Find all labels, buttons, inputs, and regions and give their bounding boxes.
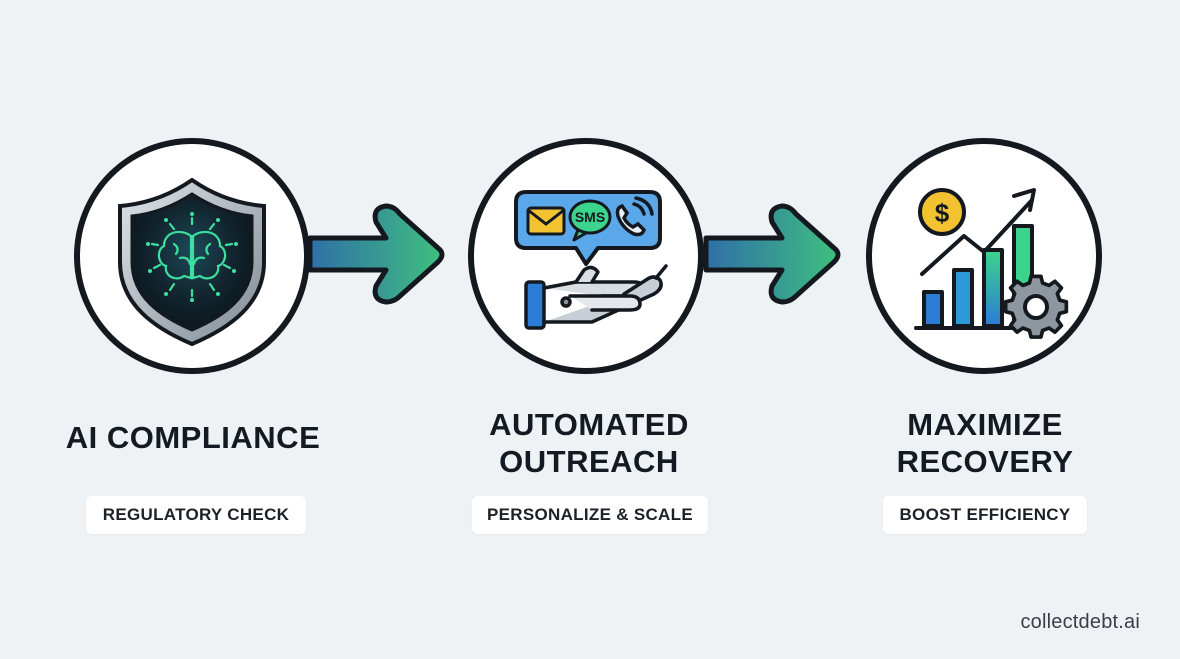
- growth-chart-icon: $: [914, 188, 1069, 339]
- robot-hand-icon: [524, 264, 668, 330]
- shield-brain-icon: [118, 177, 266, 347]
- title-line: OUTREACH: [499, 444, 679, 479]
- step-circle-ai-compliance: [74, 138, 310, 374]
- tag-personalize-scale: PERSONALIZE & SCALE: [472, 496, 708, 534]
- tag-regulatory-check: REGULATORY CHECK: [86, 496, 306, 534]
- arrow-right-icon: [703, 203, 841, 305]
- step-circle-maximize-recovery: $: [866, 138, 1102, 374]
- phone-icon: [615, 196, 654, 237]
- title-line: RECOVERY: [896, 444, 1074, 479]
- sms-bubble-icon: SMS: [568, 199, 612, 242]
- robot-hand-messages-icon: SMS: [514, 190, 668, 330]
- step-circle-automated-outreach: SMS: [468, 138, 704, 374]
- svg-text:SMS: SMS: [575, 209, 605, 225]
- step-title-maximize-recovery: MAXIMIZE RECOVERY: [832, 406, 1138, 480]
- mail-icon: [526, 206, 566, 236]
- brand-watermark: collectdebt.ai: [1020, 611, 1140, 633]
- step-title-ai-compliance: AI COMPLIANCE: [40, 419, 346, 456]
- svg-text:$: $: [935, 198, 950, 228]
- title-line: AUTOMATED: [489, 407, 689, 442]
- gear-icon: [1003, 274, 1069, 339]
- trend-arrow-icon: [920, 188, 1036, 276]
- step-title-automated-outreach: AUTOMATED OUTREACH: [436, 406, 742, 480]
- arrow-right-icon: [307, 203, 445, 305]
- title-line: AI COMPLIANCE: [65, 420, 321, 455]
- tag-boost-efficiency: BOOST EFFICIENCY: [883, 496, 1087, 534]
- title-line: MAXIMIZE: [907, 407, 1063, 442]
- dollar-coin-icon: $: [918, 188, 966, 236]
